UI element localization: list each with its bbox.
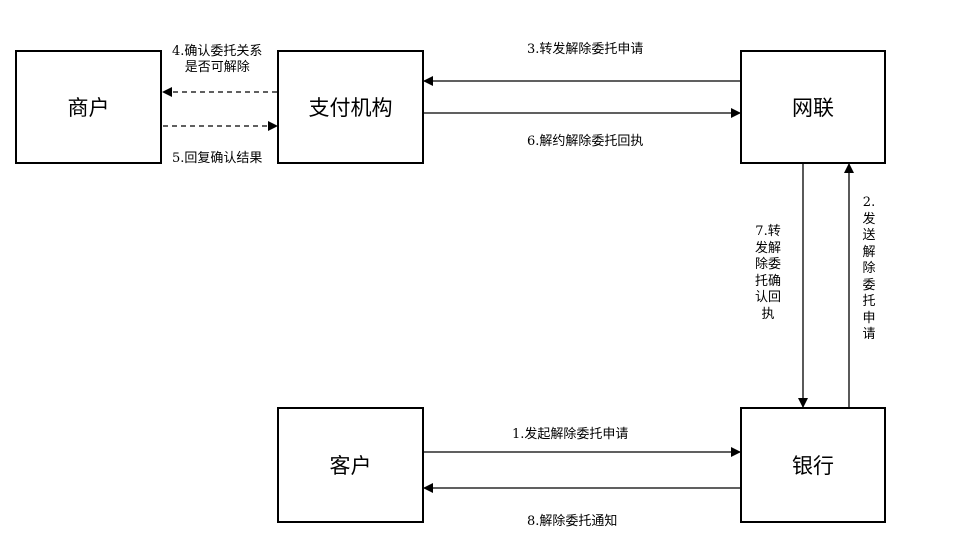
label-step7: 7.转 发解 除委 托确 认回 执 — [754, 224, 781, 322]
node-bank: 银行 — [740, 407, 886, 523]
label-step3: 3.转发解除委托申请 — [527, 42, 644, 57]
label-step6: 6.解约解除委托回执 — [527, 134, 644, 149]
node-merchant: 商户 — [15, 50, 162, 164]
node-payment-institution: 支付机构 — [277, 50, 424, 164]
label-step4: 4.确认委托关系 是否可解除 — [172, 44, 263, 75]
label-step2: 2. 发 送 解 除 委 托 申 请 — [862, 195, 876, 342]
node-netunion: 网联 — [740, 50, 886, 164]
label-step1: 1.发起解除委托申请 — [512, 427, 629, 442]
label-step5: 5.回复确认结果 — [172, 151, 263, 166]
node-customer: 客户 — [277, 407, 424, 523]
label-step8: 8.解除委托通知 — [527, 514, 618, 529]
